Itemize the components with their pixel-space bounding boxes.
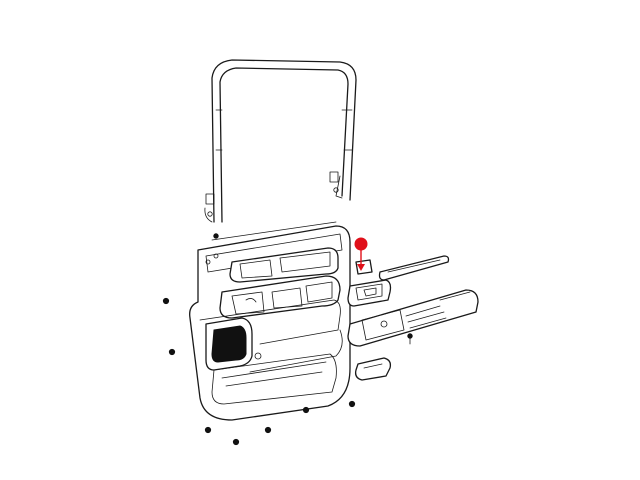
speaker-grille bbox=[205, 317, 253, 371]
armrest bbox=[347, 289, 479, 347]
weatherstrip-frame bbox=[204, 59, 357, 223]
screw bbox=[407, 333, 413, 345]
bezel-clip bbox=[355, 259, 373, 275]
door-trim-panel bbox=[189, 221, 351, 421]
callout-dot bbox=[354, 237, 368, 251]
push-pin-fasteners bbox=[162, 233, 356, 446]
door-pull-cup-bezel bbox=[347, 279, 392, 307]
callout-pointer bbox=[354, 237, 368, 271]
courtesy-lamp bbox=[354, 357, 392, 381]
applique-strip bbox=[378, 255, 450, 281]
